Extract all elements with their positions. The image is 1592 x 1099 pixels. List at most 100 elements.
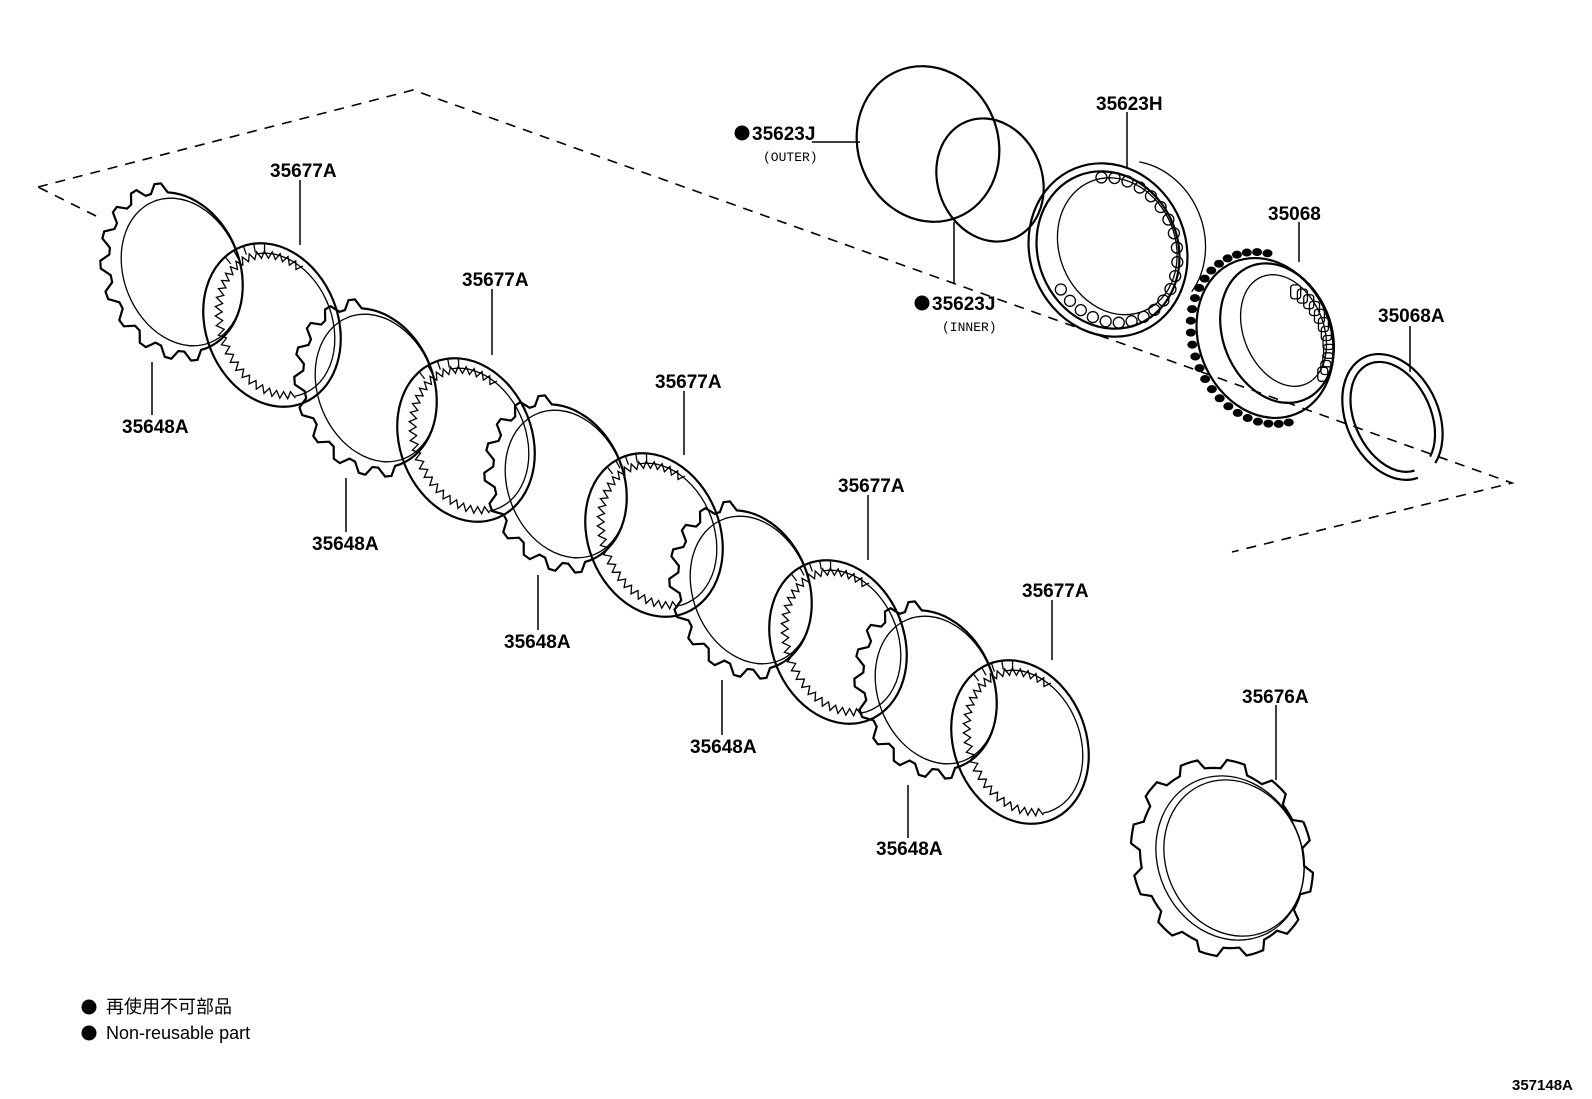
hub-tooth — [1200, 375, 1211, 384]
hub-tooth — [1232, 408, 1243, 417]
roller — [1144, 190, 1158, 203]
hub-tooth — [1194, 283, 1205, 292]
roller — [1133, 181, 1146, 194]
label-35677a-5: 35677A — [1022, 581, 1089, 602]
label-35648a-5: 35648A — [876, 839, 943, 860]
label-35623j-inner: 35623J (INNER) — [914, 294, 997, 335]
hub-tooth — [1231, 250, 1242, 259]
hub-spring — [1317, 316, 1330, 333]
hub-tooth — [1263, 419, 1274, 428]
roller — [1086, 310, 1100, 324]
hub-tooth — [1199, 274, 1210, 283]
seal-ring-inner-35623j — [935, 117, 1045, 243]
hub-spring — [1296, 288, 1309, 304]
svg-text:(INNER): (INNER) — [942, 320, 997, 335]
friction-plate-35677a-1 — [202, 242, 342, 408]
roller — [1112, 316, 1125, 329]
roller — [1121, 175, 1134, 188]
hub-tooth — [1273, 419, 1284, 428]
hub-spring — [1322, 352, 1334, 368]
hub-tooth — [1252, 248, 1263, 257]
label-35648a-2: 35648A — [312, 534, 379, 555]
label-35648a-1: 35648A — [122, 417, 189, 438]
legend: 再使用不可部品 Non-reusable part — [81, 997, 250, 1043]
label-35068a: 35068A — [1378, 306, 1445, 327]
friction-plate-35677a-3 — [584, 452, 724, 618]
hub-spring — [1320, 325, 1332, 342]
clutch-rollers-35623h — [1054, 171, 1184, 329]
label-35068: 35068 — [1268, 204, 1321, 225]
roller — [1054, 283, 1068, 296]
roller — [1063, 294, 1077, 307]
clutch-plate-stack — [99, 180, 1090, 838]
group-outline — [37, 89, 1515, 553]
svg-text:35623J: 35623J — [932, 294, 995, 315]
leader-lines — [812, 112, 1411, 780]
roller — [1095, 171, 1108, 184]
roller — [1164, 282, 1177, 296]
hub-tooth — [1187, 340, 1198, 349]
reaction-plate-35676a — [1129, 758, 1315, 958]
roller — [1099, 315, 1112, 328]
roller — [1125, 315, 1138, 328]
steel-plate-35648a-2 — [293, 298, 438, 478]
friction-plate-35677a-4 — [768, 559, 908, 725]
roller — [1074, 303, 1087, 317]
label-35648a-3: 35648A — [504, 632, 571, 653]
label-35676a: 35676A — [1242, 687, 1309, 708]
seal-ring-outer-35623j — [855, 65, 1001, 223]
hub-tooth — [1189, 294, 1200, 303]
friction-plate-35677a-2 — [396, 357, 536, 523]
steel-plate-35648a-4 — [668, 500, 813, 680]
hub-tooth — [1187, 305, 1198, 314]
hub-tooth — [1185, 328, 1196, 337]
roller — [1148, 303, 1161, 317]
roller — [1162, 213, 1175, 226]
hub-tooth — [1206, 385, 1217, 394]
roller — [1137, 310, 1150, 324]
label-35677a-2: 35677A — [462, 270, 529, 291]
label-35677a-3: 35677A — [655, 372, 722, 393]
legend-english: Non-reusable part — [106, 1023, 250, 1043]
hub-spring — [1317, 366, 1329, 382]
roller — [1157, 294, 1170, 307]
hub-tooth — [1262, 249, 1273, 258]
clutch-hub-35068 — [1195, 256, 1336, 420]
hub-tooth — [1214, 394, 1225, 403]
hub-tooth — [1241, 248, 1252, 257]
clutch-race-35623h — [1027, 161, 1207, 338]
hub-tooth — [1213, 259, 1224, 268]
roller — [1108, 171, 1121, 185]
hub-tooth — [1242, 414, 1253, 423]
roller — [1154, 200, 1167, 214]
label-35648a-4: 35648A — [690, 737, 757, 758]
hub-tooth — [1223, 402, 1234, 411]
hub-tooth — [1222, 254, 1233, 263]
hub-tooth — [1190, 352, 1201, 361]
diagram-code: 357148A — [1512, 1077, 1573, 1094]
label-35677a-4: 35677A — [838, 476, 905, 497]
hub-tooth — [1194, 364, 1205, 373]
roller — [1171, 255, 1184, 269]
hub-spring — [1313, 308, 1326, 324]
roller — [1170, 241, 1184, 254]
svg-text:(OUTER): (OUTER) — [763, 150, 818, 165]
steel-plate-35648a-1 — [99, 182, 244, 362]
hub-tooth — [1252, 417, 1263, 426]
label-35677a-1: 35677A — [270, 161, 337, 182]
hub-tooth — [1283, 418, 1294, 427]
svg-text:35623J: 35623J — [752, 124, 815, 145]
roller — [1168, 269, 1182, 283]
steel-plate-35648a-3 — [483, 394, 628, 574]
steel-plate-35648a-5 — [853, 600, 998, 780]
hub-tooth — [1185, 316, 1196, 325]
hub-spring — [1322, 334, 1334, 351]
clutch-hub-teeth-35068 — [1185, 248, 1335, 428]
hub-spring — [1322, 343, 1335, 360]
friction-plate-35677a-5 — [950, 659, 1090, 825]
hub-spring — [1290, 284, 1302, 300]
label-35623j-outer: 35623J (OUTER) — [734, 124, 818, 165]
roller — [1167, 227, 1181, 240]
hub-tooth — [1206, 266, 1217, 275]
